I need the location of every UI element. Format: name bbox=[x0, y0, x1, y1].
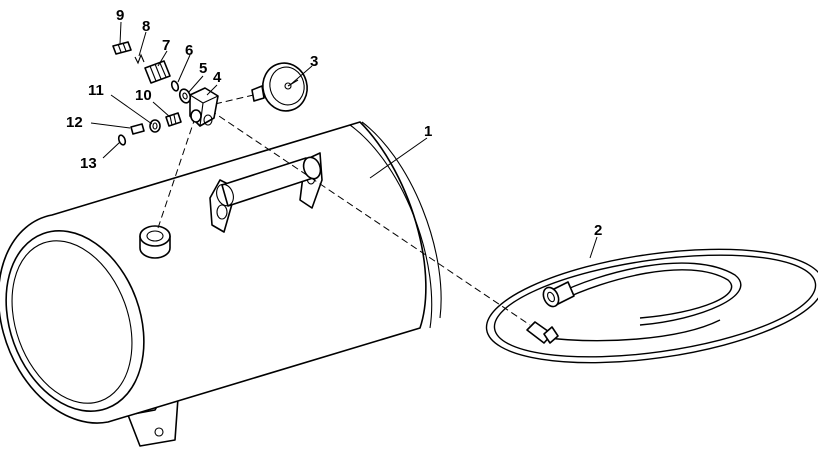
callout-6: 6 bbox=[185, 42, 193, 59]
washer bbox=[178, 88, 192, 104]
callout-8: 8 bbox=[142, 18, 150, 35]
hose-chuck-fitting bbox=[542, 281, 575, 308]
tank-left-endcap bbox=[5, 230, 145, 412]
callout-13: 13 bbox=[80, 155, 97, 172]
callout-11: 11 bbox=[88, 82, 104, 99]
safety-valve bbox=[144, 60, 171, 84]
tank-port-boss bbox=[139, 225, 171, 259]
manifold-block bbox=[189, 87, 219, 127]
assembly-line-hose bbox=[209, 109, 531, 326]
drain-o-ring bbox=[117, 134, 127, 146]
assembly-line-boss bbox=[157, 111, 198, 229]
callout-4: 4 bbox=[213, 69, 222, 86]
valve-stem bbox=[112, 41, 132, 55]
callout-1: 1 bbox=[424, 123, 432, 140]
tank-right-endcap bbox=[349, 124, 433, 329]
tank-carry-handle bbox=[209, 152, 323, 233]
o-ring bbox=[170, 80, 180, 92]
hose-end-connector bbox=[526, 321, 559, 344]
callout-3: 3 bbox=[310, 53, 318, 70]
pressure-gauge bbox=[251, 62, 308, 112]
callout-7: 7 bbox=[162, 37, 170, 54]
drain-nut bbox=[149, 119, 161, 133]
callout-5: 5 bbox=[199, 60, 207, 77]
callout-10: 10 bbox=[135, 87, 152, 104]
drain-plug bbox=[130, 123, 145, 135]
callout-9: 9 bbox=[116, 7, 124, 24]
callout-2: 2 bbox=[594, 222, 602, 239]
valve-spring bbox=[134, 53, 145, 65]
air-tank bbox=[0, 121, 442, 447]
leader-lines bbox=[90, 21, 598, 259]
assembly-line-gauge bbox=[214, 92, 263, 105]
callout-12: 12 bbox=[66, 114, 83, 131]
air-hose bbox=[485, 248, 818, 364]
